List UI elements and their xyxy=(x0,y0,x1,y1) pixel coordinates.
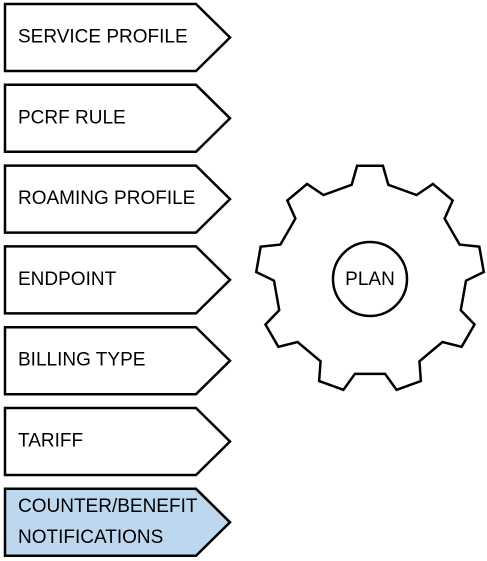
component-list: SERVICE PROFILE PCRF RULE ROAMING PROFILE E… xyxy=(3,2,232,558)
component-item: PCRF RULE xyxy=(3,83,232,154)
chevron-arrow-shape xyxy=(3,406,232,477)
component-label: ROAMING PROFILE xyxy=(18,188,195,209)
plan-gear: PLAN xyxy=(254,164,486,392)
chevron-arrow-shape xyxy=(3,83,232,154)
component-label: TARIFF xyxy=(18,431,83,452)
component-item: ROAMING PROFILE xyxy=(3,164,232,234)
gear-hub-circle xyxy=(331,240,409,318)
plan-label: PLAN xyxy=(345,269,395,290)
component-label: SERVICE PROFILE xyxy=(18,27,188,48)
component-item: TARIFF xyxy=(3,406,232,477)
component-label: BILLING TYPE xyxy=(18,350,145,371)
component-item: BILLING TYPE xyxy=(3,325,232,396)
component-item: ENDPOINT xyxy=(3,245,232,315)
chevron-arrow-shape xyxy=(3,164,232,234)
component-item: COUNTER/BENEFIT NOTIFICATIONS xyxy=(3,487,232,558)
component-item: SERVICE PROFILE xyxy=(3,2,232,73)
chevron-arrow-shape xyxy=(3,2,232,73)
chevron-arrow-shape xyxy=(3,325,232,396)
chevron-arrow-shape xyxy=(3,487,232,558)
component-label: COUNTER/BENEFIT xyxy=(18,496,198,517)
component-label: NOTIFICATIONS xyxy=(18,527,163,548)
chevron-arrow-shape xyxy=(3,245,232,315)
component-label: ENDPOINT xyxy=(18,269,117,290)
component-label: PCRF RULE xyxy=(18,107,126,128)
